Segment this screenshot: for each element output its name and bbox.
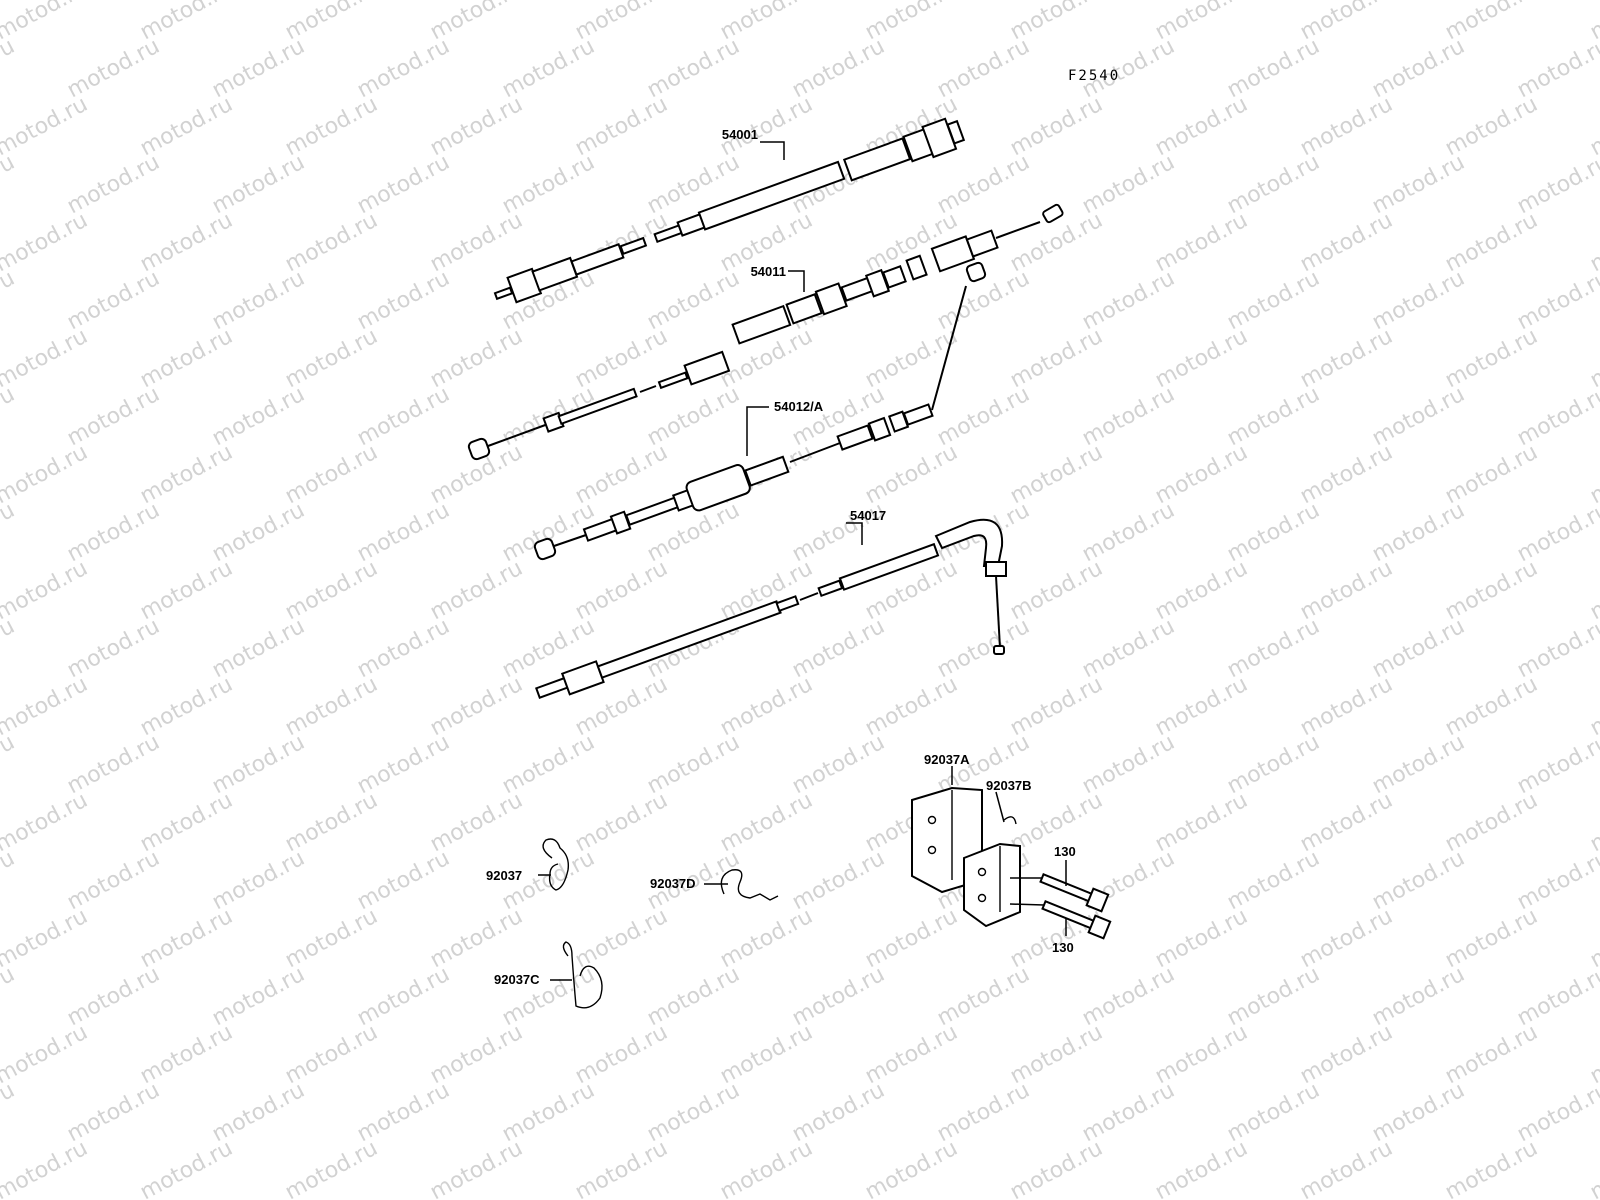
watermark-text: motod.ru <box>0 614 19 683</box>
watermark-text: motod.ru <box>1586 1136 1600 1200</box>
watermark-text: motod.ru <box>1151 1136 1252 1200</box>
watermark-text: motod.ru <box>1006 1136 1107 1200</box>
watermark-text: motod.ru <box>0 962 19 1031</box>
watermark-text: motod.ru <box>1513 382 1600 451</box>
label-130-upper[interactable]: 130 <box>1054 844 1076 859</box>
watermark-text: motod.ru <box>1586 440 1600 509</box>
part-54012-clutch-cable[interactable] <box>533 261 987 561</box>
watermark-text: motod.ru <box>0 672 92 741</box>
watermark-text: motod.ru <box>1586 1020 1600 1089</box>
leader-54012 <box>746 406 769 456</box>
watermark-text: motod.ru <box>1586 904 1600 973</box>
watermark-text: motod.ru <box>136 1136 237 1200</box>
watermark-text: motod.ru <box>1586 672 1600 741</box>
watermark-text: motod.ru <box>1586 92 1600 161</box>
watermark-text: motod.ru <box>0 208 92 277</box>
label-92037d[interactable]: 92037D <box>650 876 696 891</box>
watermark-text: motod.ru <box>0 34 19 103</box>
leader-92037b <box>995 791 1005 823</box>
watermark-text: motod.ru <box>0 382 19 451</box>
watermark-text: motod.ru <box>1513 34 1600 103</box>
label-92037b[interactable]: 92037B <box>986 778 1032 793</box>
leader-54001 <box>760 141 785 160</box>
label-92037c[interactable]: 92037C <box>494 972 540 987</box>
watermark-text: motod.ru <box>1513 962 1600 1031</box>
label-54011[interactable]: 54011 <box>751 264 786 279</box>
label-92037a[interactable]: 92037A <box>924 752 970 767</box>
watermark-text: motod.ru <box>1513 846 1600 915</box>
watermark-text: motod.ru <box>426 1136 527 1200</box>
part-92037c-clamp[interactable] <box>562 941 603 1009</box>
watermark-text: motod.ru <box>1513 1078 1600 1147</box>
leader-54017 <box>846 522 863 545</box>
watermark-text: motod.ru <box>1586 788 1600 857</box>
watermark-text: motod.ru <box>0 92 92 161</box>
watermark-text: motod.ru <box>0 788 92 857</box>
part-54017-choke-cable[interactable] <box>535 518 1007 699</box>
leader-54011 <box>788 270 805 292</box>
watermark-text: motod.ru <box>0 498 19 567</box>
watermark-text: motod.ru <box>0 150 19 219</box>
watermark-text: motod.ru <box>0 0 92 45</box>
watermark-text: motod.ru <box>0 556 92 625</box>
watermark-text: motod.ru <box>1586 324 1600 393</box>
label-130-lower[interactable]: 130 <box>1052 940 1074 955</box>
watermark-text: motod.ru <box>571 1136 672 1200</box>
watermark-text: motod.ru <box>1586 208 1600 277</box>
watermark-text: motod.ru <box>0 1078 19 1147</box>
watermark-text: motod.ru <box>861 1136 962 1200</box>
part-130-bolt-upper[interactable] <box>1039 872 1110 913</box>
watermark-text: motod.ru <box>281 1136 382 1200</box>
watermark-text: motod.ru <box>1586 556 1600 625</box>
watermark-text: motod.ru <box>1513 730 1600 799</box>
watermark-text: motod.ru <box>1441 1136 1542 1200</box>
part-54011-throttle-cable[interactable] <box>467 203 1064 461</box>
label-54001[interactable]: 54001 <box>722 127 758 142</box>
watermark-text: motod.ru <box>1296 1136 1397 1200</box>
watermark-text: motod.ru <box>1513 614 1600 683</box>
part-92037b-bracket[interactable] <box>963 816 1021 928</box>
watermark-text: motod.ru <box>1513 266 1600 335</box>
watermark-text: motod.ru <box>0 904 92 973</box>
part-92037-clamp[interactable] <box>542 838 570 891</box>
label-54017[interactable]: 54017 <box>850 508 886 523</box>
watermark-text: motod.ru <box>0 846 19 915</box>
part-54001-speedometer-cable[interactable] <box>493 117 966 304</box>
watermark-text: motod.ru <box>0 730 19 799</box>
watermark-text: motod.ru <box>0 440 92 509</box>
watermark-text: motod.ru <box>716 1136 817 1200</box>
label-54012-a[interactable]: 54012/A <box>774 399 824 414</box>
watermark-text: motod.ru <box>1513 498 1600 567</box>
watermark-text: motod.ru <box>0 1020 92 1089</box>
label-92037[interactable]: 92037 <box>486 868 522 883</box>
watermark-text: motod.ru <box>0 266 19 335</box>
figure-code: F2540 <box>1068 68 1120 84</box>
watermark-text: motod.ru <box>0 324 92 393</box>
watermark-text: motod.ru <box>0 1136 92 1200</box>
part-92037d-clamp[interactable] <box>720 869 779 901</box>
watermark-text: motod.ru <box>1513 150 1600 219</box>
